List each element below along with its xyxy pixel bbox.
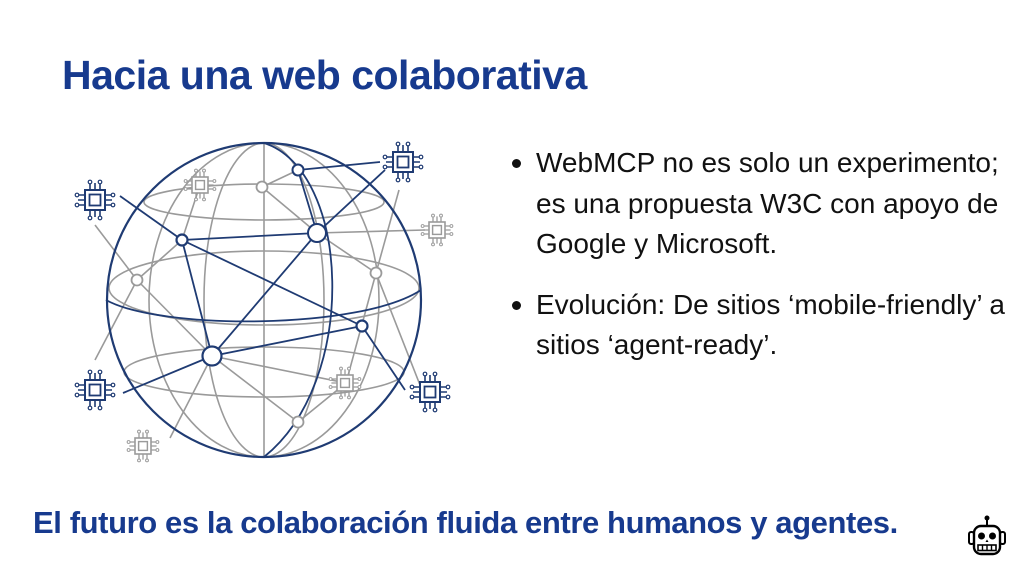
- chip-icon: [382, 141, 424, 183]
- chip-icon: [74, 369, 116, 411]
- chip-icon: [409, 371, 451, 413]
- bullet-text: Evolución: De sitios ‘mobile-friendly’ a…: [536, 288, 1005, 361]
- bullet-list: WebMCP no es solo un experimento; es una…: [510, 143, 1010, 386]
- bullet-item: WebMCP no es solo un experimento; es una…: [510, 143, 1010, 265]
- bullet-dot: [512, 300, 521, 310]
- footer-tagline: El futuro es la colaboración fluida entr…: [33, 505, 898, 540]
- globe-network-illustration: [74, 141, 454, 463]
- bullet-item: Evolución: De sitios ‘mobile-friendly’ a…: [510, 285, 1010, 366]
- chip-icon: [74, 179, 116, 221]
- chip-icon: [183, 168, 217, 202]
- bullet-dot: [512, 159, 521, 168]
- slide-title: Hacia una web colaborativa: [62, 52, 587, 98]
- chip-icon: [420, 213, 454, 247]
- bullet-text: WebMCP no es solo un experimento; es una…: [536, 147, 999, 259]
- chip-icon: [126, 429, 160, 463]
- robot-icon: [968, 515, 1006, 556]
- network-nodes: [130, 163, 383, 429]
- globe-network-links: [105, 141, 423, 459]
